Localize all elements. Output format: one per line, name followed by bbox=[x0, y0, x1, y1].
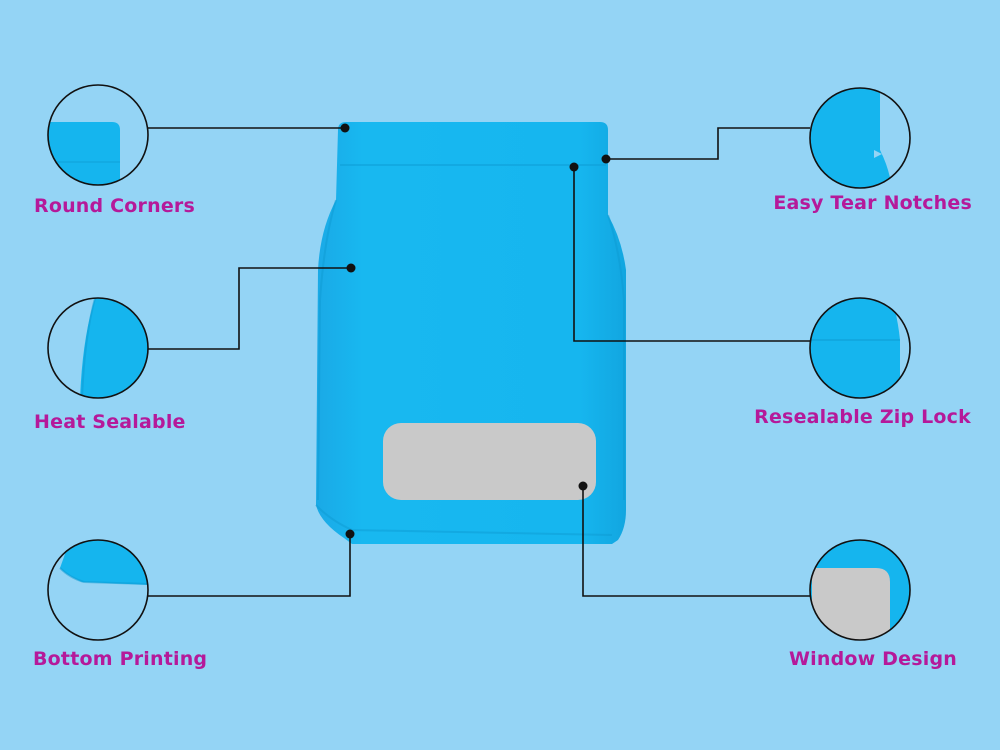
detail-resealable-zip-lock bbox=[809, 297, 911, 399]
side-fold-right bbox=[607, 214, 625, 500]
connector-dots bbox=[340, 123, 611, 539]
pouch-bag bbox=[315, 122, 626, 544]
label-resealable-zip-lock: Resealable Zip Lock bbox=[754, 406, 971, 428]
line-heat-sealable bbox=[148, 267, 351, 350]
line-zip-lock bbox=[573, 167, 810, 342]
detail-window-design bbox=[809, 539, 911, 641]
detail-easy-tear-notches bbox=[809, 87, 911, 189]
detail-round-corners bbox=[47, 84, 149, 186]
label-heat-sealable: Heat Sealable bbox=[34, 411, 186, 433]
line-easy-tear bbox=[606, 127, 810, 160]
line-window-design bbox=[582, 486, 810, 597]
connector-lines bbox=[148, 127, 810, 597]
side-fold-left bbox=[317, 199, 337, 501]
bag-window bbox=[383, 423, 596, 500]
line-bottom-printing bbox=[148, 534, 351, 597]
detail-heat-sealable bbox=[47, 297, 149, 399]
detail-bottom-printing bbox=[47, 539, 149, 641]
label-bottom-printing: Bottom Printing bbox=[33, 648, 208, 670]
label-window-design: Window Design bbox=[788, 648, 957, 670]
label-round-corners: Round Corners bbox=[34, 195, 196, 217]
label-easy-tear-notches: Easy Tear Notches bbox=[773, 192, 972, 214]
